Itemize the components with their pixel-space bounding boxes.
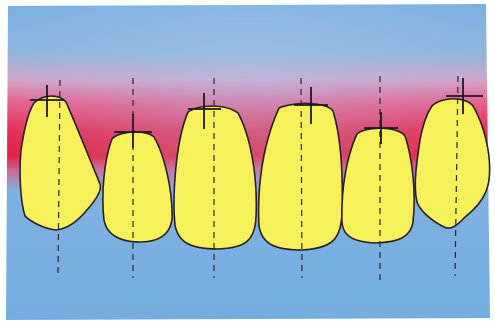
tooth-right-lateral-incisor <box>342 128 414 243</box>
tooth-left-central-incisor <box>174 106 256 249</box>
